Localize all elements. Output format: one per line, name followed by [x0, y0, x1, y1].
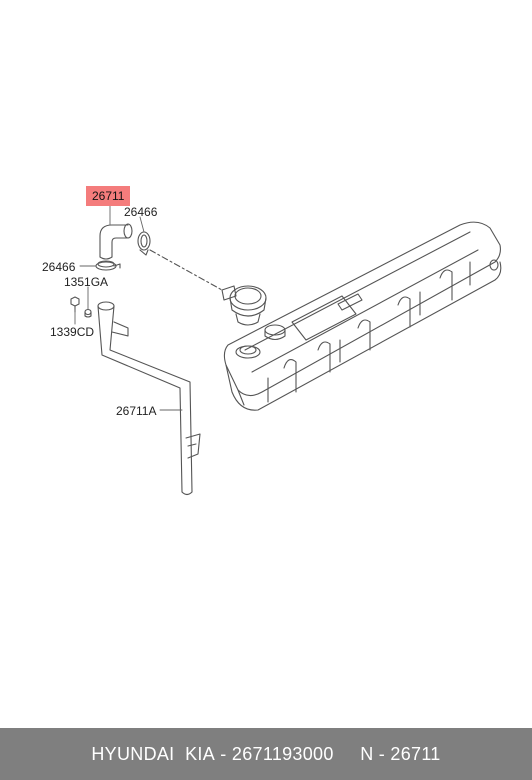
footer-ref: N - 26711 [360, 743, 441, 764]
callout-26711: 26711 [86, 186, 131, 206]
callout-26466-lower: 26466 [42, 260, 76, 274]
footer-brand: HYUNDAI KIA [91, 743, 215, 764]
footer-separator: - [215, 743, 232, 764]
leader-lines [74, 204, 183, 411]
centre-line [149, 249, 223, 291]
callout-1339cd: 1339CD [50, 325, 95, 339]
parts-diagram: 26711 26466 26466 1351GA 1339CD 26711A [42, 186, 502, 496]
breather-fitting [221, 285, 267, 326]
hose-elbow [99, 223, 133, 260]
part-info-footer: HYUNDAI KIA - 2671193000 N - 26711 [0, 728, 532, 780]
clamp-lower [95, 260, 121, 271]
valve-cover [223, 221, 502, 411]
footer-part-number: 2671193000 [231, 743, 334, 764]
callout-26466-upper: 26466 [124, 205, 158, 219]
clamp-upper [137, 231, 151, 256]
callout-26711a: 26711A [116, 404, 157, 418]
breather-tube [97, 301, 201, 496]
diagram-drawing [70, 204, 502, 496]
plug [84, 308, 92, 318]
footer-gap [334, 744, 361, 765]
callout-1351ga: 1351GA [64, 275, 109, 289]
